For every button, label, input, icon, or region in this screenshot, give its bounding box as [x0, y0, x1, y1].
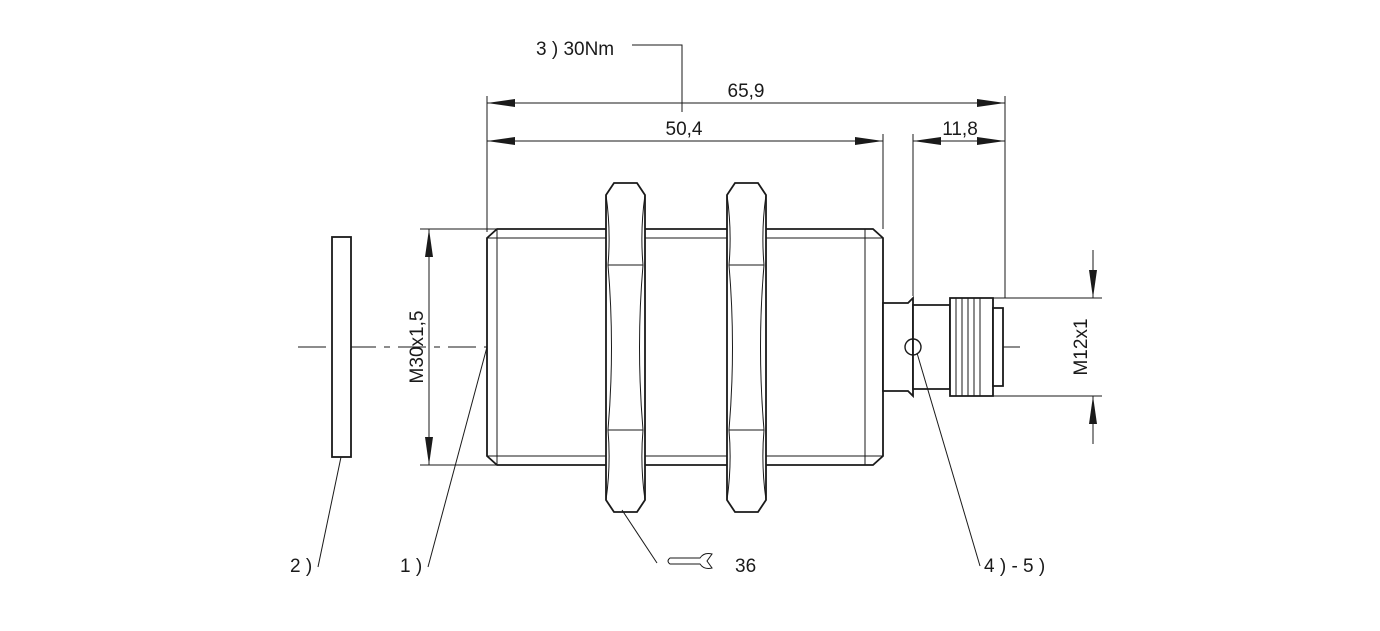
washer-callout: 2 )	[290, 456, 342, 577]
thread-length-label: 50,4	[666, 119, 703, 140]
dimension-connector-length: 11,8	[913, 119, 1005, 145]
overall-length-label: 65,9	[728, 81, 765, 102]
dimension-overall-length: 65,9	[487, 81, 1005, 107]
thread-size-label: M30x1,5	[407, 311, 428, 384]
sensing-face-callout: 1 )	[400, 346, 488, 577]
dimension-thread-length: 50,4	[487, 119, 883, 145]
wrench-callout: 36	[621, 509, 756, 577]
torque-callout: 3 ) 30Nm	[536, 39, 683, 112]
torque-label: 3 ) 30Nm	[536, 39, 614, 60]
led-callout: 4 ) - 5 )	[916, 352, 1045, 577]
hex-nut-1	[605, 182, 646, 513]
sensor-body	[486, 228, 884, 466]
connector	[882, 295, 1004, 399]
dimension-thread-size: M30x1,5	[407, 229, 433, 465]
connector-thread-label: M12x1	[1071, 318, 1092, 375]
connector-length-label: 11,8	[942, 119, 978, 140]
extension-lines	[420, 96, 1102, 466]
washer-label: 2 )	[290, 556, 312, 577]
dimension-connector-thread: M12x1	[1071, 250, 1097, 444]
washer	[331, 236, 352, 458]
sensing-face-label: 1 )	[400, 556, 422, 577]
wrench-size-label: 36	[735, 556, 756, 577]
hex-nut-2	[726, 182, 767, 513]
led-indicator	[904, 338, 922, 356]
wrench-icon	[667, 553, 713, 569]
led-label: 4 ) - 5 )	[984, 556, 1045, 577]
